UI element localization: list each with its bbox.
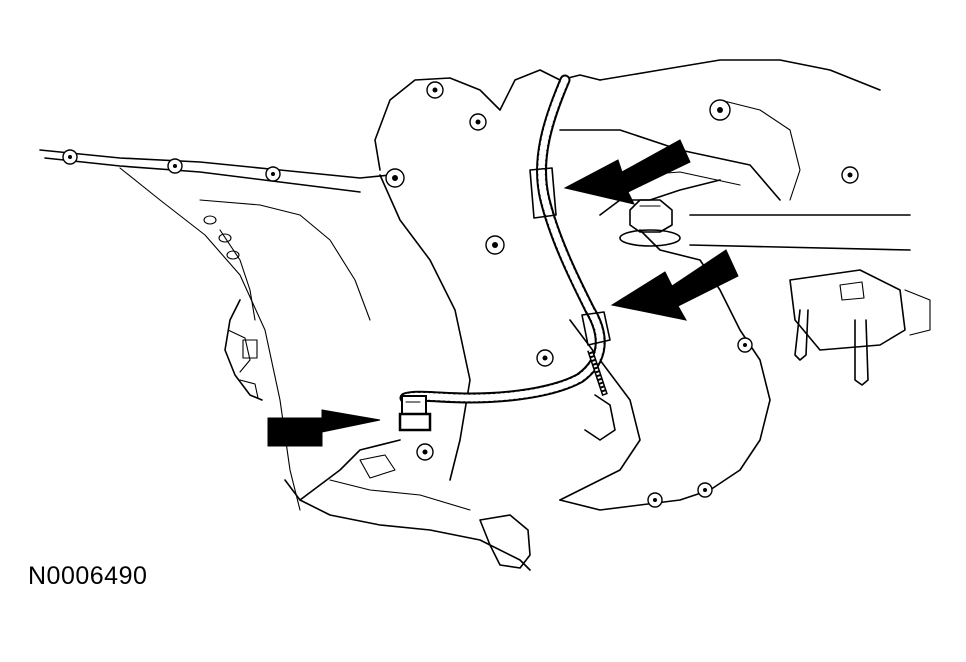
left-bracket <box>224 299 263 401</box>
arrow-upper-harness-clip <box>563 139 691 205</box>
harness-clip-middle <box>581 311 611 346</box>
arrow-sensor-connector <box>267 409 381 447</box>
wiring-harness <box>398 74 616 441</box>
harness-clip-upper <box>529 167 557 219</box>
case-flange-left <box>39 81 505 511</box>
sensor-connector <box>398 395 432 432</box>
transmission-case-right <box>559 59 931 511</box>
arrow-middle-harness-clip <box>610 249 739 321</box>
figure-id-label: N0006490 <box>28 562 148 590</box>
